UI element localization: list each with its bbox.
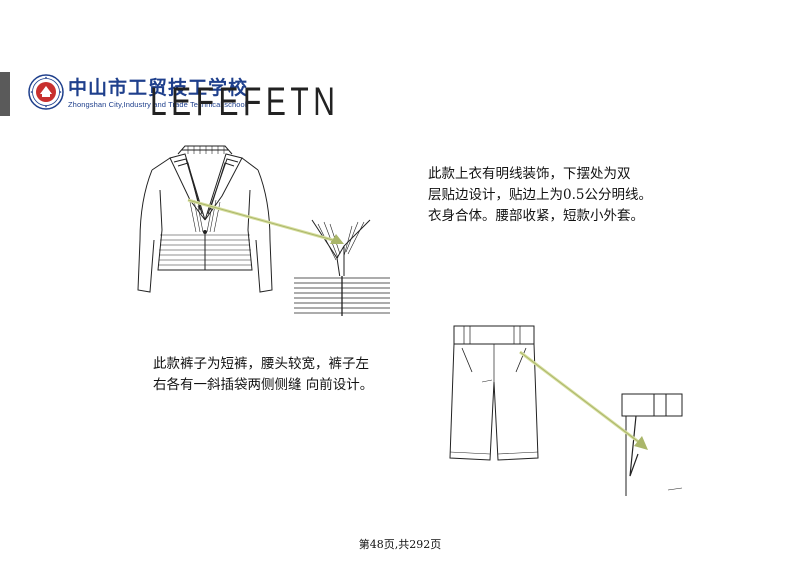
- school-name-cn: 中山市工贸技工学校: [68, 77, 249, 99]
- page-indicator: 第48页,共292页: [358, 538, 442, 551]
- shorts-pointer-arrow: [519, 350, 648, 450]
- brand-wordmark: LEFEFETN: [150, 80, 340, 124]
- school-name-en: Zhongshan City,Industry and Trade Techni…: [68, 100, 247, 109]
- description-line: 层贴边设计，贴边上为0.5公分明线。: [428, 187, 652, 203]
- shorts-sketch: [449, 325, 539, 461]
- school-emblem-icon: [28, 74, 64, 110]
- shorts-detail-sketch: [621, 393, 683, 496]
- header-accent-bar: [0, 72, 10, 116]
- jacket-description: 此款上衣有明线装饰，下摆处为双 层贴边设计，贴边上为0.5公分明线。 衣身合体。…: [428, 164, 652, 227]
- description-line: 衣身合体。腰部收紧，短款小外套。: [428, 208, 644, 224]
- jacket-sketch: [137, 145, 273, 293]
- jacket-detail-sketch: [294, 219, 390, 316]
- description-line: 此款裤子为短裤，腰头较宽，裤子左: [153, 356, 369, 372]
- description-line: 右各有一斜插袋两侧侧缝 向前设计。: [153, 377, 374, 393]
- jacket-pointer-arrow: [187, 198, 344, 244]
- shorts-description: 此款裤子为短裤，腰头较宽，裤子左 右各有一斜插袋两侧侧缝 向前设计。: [153, 354, 373, 396]
- description-line: 此款上衣有明线装饰，下摆处为双: [428, 166, 631, 182]
